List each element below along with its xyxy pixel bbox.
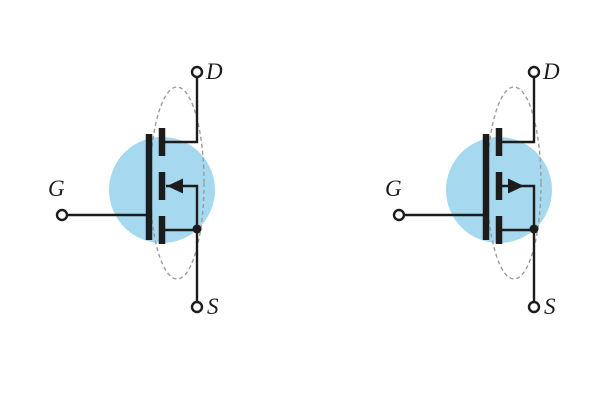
source-label: S <box>207 294 219 319</box>
n-channel-arrow-icon <box>167 178 183 194</box>
gate-terminal <box>392 208 406 222</box>
source-terminal <box>527 300 541 314</box>
mosfet-diagram-left: D G S <box>48 59 223 319</box>
mosfet-symbol-left <box>55 65 204 314</box>
drain-terminal <box>527 65 541 79</box>
junction-dot <box>192 224 202 234</box>
mosfet-diagram-right: D G S <box>385 59 560 319</box>
dashed-ellipse <box>149 86 205 280</box>
mosfet-symbol-right <box>392 65 541 314</box>
dashed-ellipse <box>486 86 542 280</box>
drain-lead <box>502 77 536 144</box>
gate-label: G <box>385 176 402 201</box>
drain-label: D <box>205 59 223 84</box>
drain-terminal <box>190 65 204 79</box>
gate-label: G <box>48 176 65 201</box>
junction-dot <box>529 224 539 234</box>
drain-label: D <box>542 59 560 84</box>
source-terminal <box>190 300 204 314</box>
source-label: S <box>544 294 556 319</box>
drain-lead <box>165 77 199 144</box>
gate-terminal <box>55 208 69 222</box>
p-channel-arrow-icon <box>508 178 524 194</box>
